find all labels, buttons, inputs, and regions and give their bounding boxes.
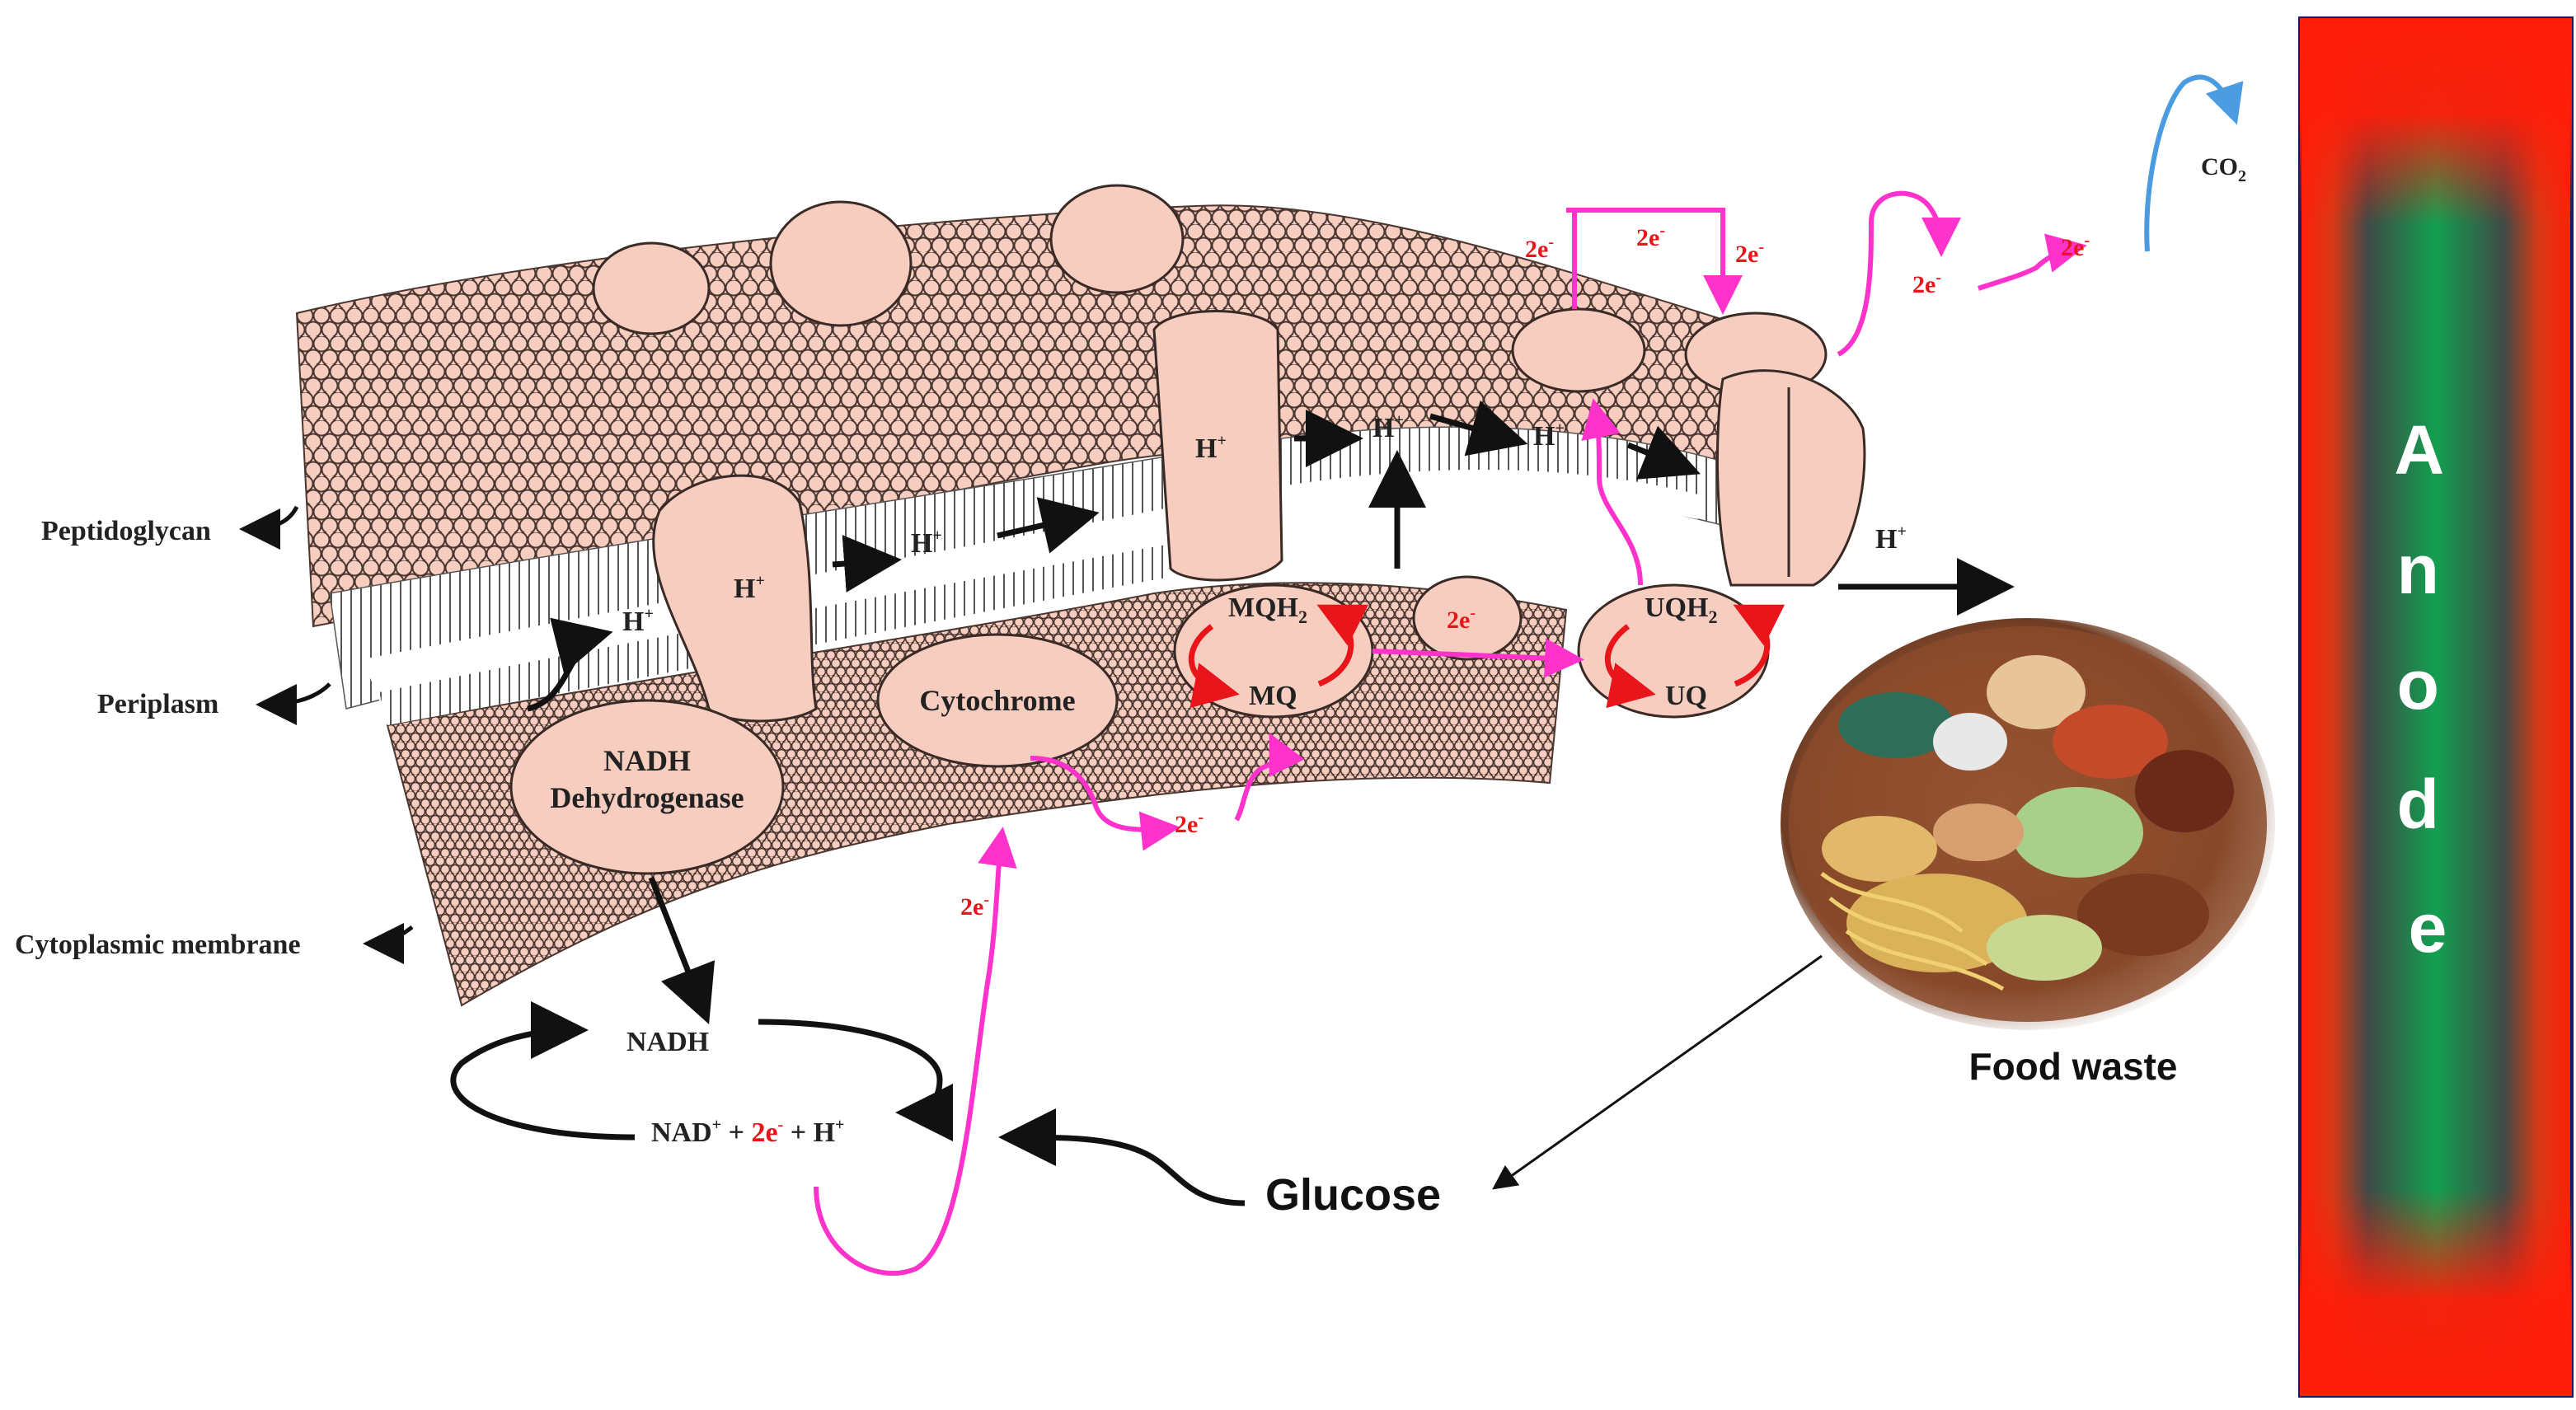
electron-outer-loop-arrow <box>1572 208 1743 315</box>
co2-label: CO2 <box>2201 153 2246 185</box>
cytoplasmic-membrane-pointer <box>363 922 414 964</box>
electron-flow-arrows <box>814 190 2087 1276</box>
proton-pump-protein-2 <box>1152 310 1283 582</box>
proton-arrow <box>997 497 1100 554</box>
outer-membrane-protein-1 <box>1511 307 1646 393</box>
electron-exit-arrow <box>1837 190 1961 357</box>
cell-envelope <box>295 184 1782 1007</box>
proton-labels: H+ H+ H+ H+ H+ H+ H+ <box>622 411 1907 637</box>
peptidoglycan-label: Peptidoglycan <box>41 516 211 546</box>
uq-cycle-right-arrow <box>1733 604 1785 687</box>
carrier-electron-label: 2e- <box>1447 604 1476 634</box>
mqh2-label: MQH2 <box>1228 593 1307 627</box>
food-to-glucose-arrow <box>1492 954 1823 1190</box>
proton-pump-protein-1 <box>652 474 818 723</box>
food-waste-image <box>1781 618 2275 1030</box>
cytoplasmic-membrane-label: Cytoplasmic membrane <box>15 930 301 960</box>
mq-cycle-left-arrow <box>1188 624 1240 709</box>
surface-bead <box>769 200 913 327</box>
proton-label: H+ <box>1372 411 1404 443</box>
periplasm-label: Periplasm <box>97 689 218 719</box>
proton-label: H+ <box>622 605 654 637</box>
periplasm-proton-curve <box>527 617 613 712</box>
surface-bead <box>592 241 711 335</box>
uqh2-label: UQH2 <box>1645 593 1717 627</box>
nadh-cycle-labels: NADH NAD+ + 2e- + H+ <box>626 1027 844 1148</box>
electron-label: 2e- <box>1175 808 1204 838</box>
proton-arrow <box>832 535 902 593</box>
cytochrome-label: Cytochrome <box>919 684 1075 717</box>
proton-label: H+ <box>1533 419 1565 452</box>
anode-letter: n <box>2397 531 2439 608</box>
electron-label: 2e- <box>1735 238 1764 268</box>
food-waste-label: Food waste <box>1968 1045 2177 1088</box>
anode-letter: e <box>2409 889 2447 967</box>
nadh-cycle-right-arrow <box>758 1019 954 1141</box>
mq-label: MQ <box>1249 681 1297 711</box>
anode-label: A n o d e <box>2395 411 2461 967</box>
nadh-label: NADH <box>626 1027 709 1057</box>
proton-label: H+ <box>1875 522 1907 555</box>
co2-release-arrow <box>2144 74 2244 252</box>
electron-from-cytochrome-arrow <box>1030 756 1180 851</box>
glucose-to-nad-arrow <box>998 1108 1246 1206</box>
anode-letter: d <box>2397 766 2439 843</box>
anode-electrode: A n o d e <box>2298 16 2574 1398</box>
structure-labels: Peptidoglycan Periplasm Cytoplasmic memb… <box>15 516 301 960</box>
redox-cycles <box>1188 604 1785 709</box>
electron-mq-to-uq-arrow <box>1372 638 1584 678</box>
nad-equation-label: NAD+ + 2e- + H+ <box>651 1116 844 1148</box>
electron-carrier-bead <box>1412 575 1523 661</box>
proton-label: H+ <box>911 527 942 559</box>
nadh-dehydrogenase <box>509 699 785 875</box>
electron-from-glucose-arrow <box>814 827 1017 1276</box>
electron-label: 2e- <box>1636 222 1665 251</box>
nadh-dehydrogenase-label-1: NADH <box>603 744 691 777</box>
proton-label: H+ <box>734 572 765 604</box>
electron-uq-up-arrow <box>1581 398 1643 586</box>
proton-arrow <box>1626 425 1701 480</box>
peptidoglycan-pointer <box>239 505 299 550</box>
electron-label: 2e- <box>960 891 989 920</box>
nadh-cycle <box>450 1001 1246 1206</box>
uq-label: UQ <box>1665 681 1707 711</box>
nadh-down-arrow <box>648 876 716 1025</box>
outer-membrane-protein-3 <box>1715 369 1866 587</box>
proton-flow-arrows <box>527 400 2015 1025</box>
electron-to-mq-arrow <box>1234 733 1305 822</box>
nadh-dehydrogenase-label-2: Dehydrogenase <box>550 781 744 814</box>
cytochrome <box>876 633 1119 768</box>
nadh-cycle-left-arrow <box>450 1001 636 1141</box>
periplasm-pointer <box>256 682 331 725</box>
uq-cycle-left-arrow <box>1604 624 1656 709</box>
surface-bead <box>1049 184 1185 294</box>
glucose-label: Glucose <box>1265 1170 1441 1220</box>
label-pointers <box>239 505 414 964</box>
electron-label: 2e- <box>2061 232 2090 261</box>
electron-to-anode-arrow <box>1978 233 2087 291</box>
electron-label: 2e- <box>1525 233 1554 263</box>
electron-labels: 2e- 2e- 2e- 2e- 2e- 2e- 2e- <box>960 222 2090 920</box>
proton-arrow <box>1429 400 1528 457</box>
anode-letter: o <box>2397 646 2439 724</box>
proton-label: H+ <box>1195 432 1227 464</box>
mq-cycle-right-arrow <box>1316 604 1369 687</box>
electron-label: 2e- <box>1912 269 1941 298</box>
protein-labels: NADH Dehydrogenase Cytochrome MQH2 MQ UQ… <box>550 593 1717 814</box>
anode-letter: A <box>2395 411 2443 489</box>
